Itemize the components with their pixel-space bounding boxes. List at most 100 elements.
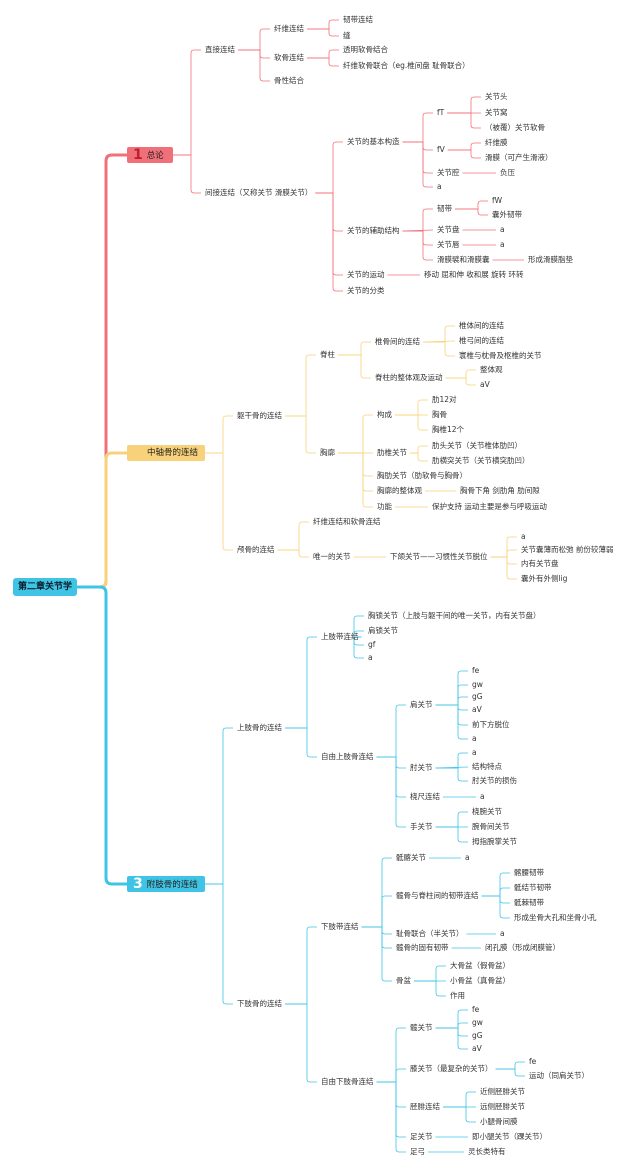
node-u16[interactable]: a: [472, 748, 477, 757]
node-m8[interactable]: 整体观: [480, 365, 503, 374]
node-n1[interactable]: 直接连结: [205, 45, 235, 54]
node-u13[interactable]: 前下方脱位: [472, 720, 510, 729]
node-n4[interactable]: 缝: [343, 31, 351, 40]
node-n7[interactable]: 纤维软骨联合（eg.椎间盘 耻骨联合）: [343, 61, 470, 70]
node-u9[interactable]: fe: [472, 666, 480, 675]
node-l7[interactable]: 骶结节韧带: [514, 883, 552, 892]
node-u5[interactable]: gf: [368, 640, 376, 649]
node-m18[interactable]: 胸肋关节（肋软骨与胸骨）: [377, 471, 467, 480]
node-l9[interactable]: 形成坐骨大孔和坐骨小孔: [514, 913, 597, 922]
node-u7[interactable]: 自由上肢骨连结: [321, 752, 374, 761]
node-l34[interactable]: 灵长类特有: [468, 1147, 506, 1156]
node-m17[interactable]: 肋横突关节（关节横突肋凹）: [432, 456, 530, 465]
node-n11[interactable]: fT: [437, 108, 445, 117]
node-u2[interactable]: 上肢带连结: [321, 632, 359, 641]
node-m3[interactable]: 椎骨间的连结: [375, 337, 420, 346]
node-l1[interactable]: 下肢骨的连结: [237, 999, 282, 1008]
node-l27[interactable]: 胫腓连结: [410, 1102, 440, 1111]
node-n28[interactable]: a: [500, 240, 505, 249]
node-n33[interactable]: 关节的分类: [347, 286, 385, 295]
node-n19[interactable]: 负压: [500, 168, 515, 177]
node-n14[interactable]: （被覆）关节软骨: [485, 123, 545, 132]
node-l33[interactable]: 足弓: [410, 1147, 425, 1156]
node-n12[interactable]: 关节头: [485, 92, 508, 101]
node-l24[interactable]: 膝关节（最复杂的关节）: [410, 1064, 493, 1073]
node-l25[interactable]: fe: [529, 1057, 537, 1066]
node-n30[interactable]: 形成滑膜脂垫: [528, 255, 573, 264]
node-u8[interactable]: 肩关节: [410, 700, 433, 709]
node-n31[interactable]: 关节的运动: [347, 270, 385, 279]
node-l26[interactable]: 运动（同肩关节）: [529, 1071, 589, 1080]
node-n17[interactable]: 滑膜（可产生滑液）: [485, 153, 553, 162]
root-node[interactable]: 第二章关节学: [13, 578, 77, 596]
node-n5[interactable]: 软骨连结: [274, 53, 304, 62]
node-n9[interactable]: 间接连结（又称关节 滑膜关节）: [205, 188, 313, 197]
node-u20[interactable]: a: [480, 792, 485, 801]
node-n15[interactable]: fV: [437, 145, 445, 154]
node-m20[interactable]: 胸骨下角 剑肋角 肋间隙: [460, 486, 540, 495]
node-u19[interactable]: 桡尺连结: [410, 792, 440, 801]
node-u3[interactable]: 胸锁关节（上肢与躯干间的唯一关节，内有关节盘）: [368, 611, 541, 620]
node-n3[interactable]: 韧带连结: [343, 15, 373, 24]
node-u14[interactable]: a: [472, 734, 477, 743]
node-l4[interactable]: a: [465, 853, 470, 862]
node-m22[interactable]: 保护支持 运动主要是参与呼吸运动: [432, 502, 547, 511]
node-l16[interactable]: 小骨盆（真骨盆）: [450, 976, 510, 985]
node-n2[interactable]: 纤维连结: [274, 24, 304, 33]
node-m28[interactable]: 关节囊薄而松弛 前份较薄弱: [521, 545, 614, 554]
node-l22[interactable]: gG: [472, 1031, 483, 1040]
node-u21[interactable]: 手关节: [410, 822, 433, 831]
node-u4[interactable]: 肩锁关节: [368, 626, 398, 635]
node-n13[interactable]: 关节窝: [485, 108, 508, 117]
node-n21[interactable]: 关节的辅助结构: [347, 226, 400, 235]
node-m16[interactable]: 肋头关节（关节椎体肋凹）: [432, 441, 522, 450]
node-u23[interactable]: 腕骨间关节: [472, 822, 510, 831]
node-m29[interactable]: 内有关节盘: [521, 559, 559, 568]
node-l18[interactable]: 自由下肢骨连结: [321, 1077, 374, 1086]
node-l20[interactable]: fe: [472, 1005, 480, 1014]
node-m5[interactable]: 椎弓间的连结: [459, 336, 504, 345]
node-l8[interactable]: 骶棘韧带: [514, 898, 544, 907]
node-m13[interactable]: 胸骨: [432, 410, 447, 419]
node-m1[interactable]: 躯干骨的连结: [237, 411, 282, 420]
node-n22[interactable]: 韧带: [437, 204, 452, 213]
node-l32[interactable]: 即小腿关节（踝关节）: [472, 1132, 547, 1141]
node-u24[interactable]: 拇指腕掌关节: [472, 837, 517, 846]
node-m2[interactable]: 脊柱: [320, 350, 335, 359]
node-n8[interactable]: 骨性结合: [274, 76, 304, 85]
node-u12[interactable]: aV: [472, 705, 482, 714]
node-m10[interactable]: 胸廓: [320, 448, 335, 457]
node-n26[interactable]: a: [500, 225, 505, 234]
node-n23[interactable]: fW: [492, 196, 503, 205]
node-n25[interactable]: 关节盘: [437, 225, 460, 234]
node-u22[interactable]: 桡腕关节: [472, 807, 502, 816]
node-l31[interactable]: 足关节: [410, 1132, 433, 1141]
node-m25[interactable]: 唯一的关节: [313, 552, 351, 561]
node-m4[interactable]: 椎体间的连结: [459, 321, 504, 330]
node-l28[interactable]: 近侧胫腓关节: [480, 1087, 525, 1096]
node-l30[interactable]: 小腿骨间膜: [480, 1117, 518, 1126]
node-l14[interactable]: 骨盆: [396, 976, 411, 985]
node-u1[interactable]: 上肢骨的连结: [237, 723, 282, 732]
node-n27[interactable]: 关节唇: [437, 240, 460, 249]
node-m24[interactable]: 纤维连结和软骨连结: [313, 517, 381, 526]
node-m30[interactable]: 囊外有外侧lig: [521, 574, 568, 583]
node-l12[interactable]: 髋骨的固有韧带: [396, 943, 449, 952]
node-l21[interactable]: gw: [472, 1018, 483, 1027]
node-m15[interactable]: 肋椎关节: [377, 448, 407, 457]
node-m26[interactable]: 下颌关节——习惯性关节脱位: [390, 552, 488, 561]
node-m19[interactable]: 胸廓的整体观: [377, 486, 422, 495]
node-m12[interactable]: 肋12对: [432, 395, 457, 404]
node-n29[interactable]: 滑膜襞和滑膜囊: [437, 255, 490, 264]
node-m6[interactable]: 寰椎与枕骨及枢椎的关节: [459, 351, 542, 360]
node-u11[interactable]: gG: [472, 692, 483, 701]
node-u6[interactable]: a: [368, 653, 373, 662]
branch-axial[interactable]: 中轴骨的连结: [127, 445, 205, 461]
node-l13[interactable]: 闭孔膜（形成闭膜管）: [485, 943, 560, 952]
node-u10[interactable]: gw: [472, 680, 483, 689]
node-u15[interactable]: 肘关节: [410, 763, 433, 772]
node-l17[interactable]: 作用: [450, 991, 465, 1000]
node-l11[interactable]: a: [500, 929, 505, 938]
node-l23[interactable]: aV: [472, 1044, 482, 1053]
